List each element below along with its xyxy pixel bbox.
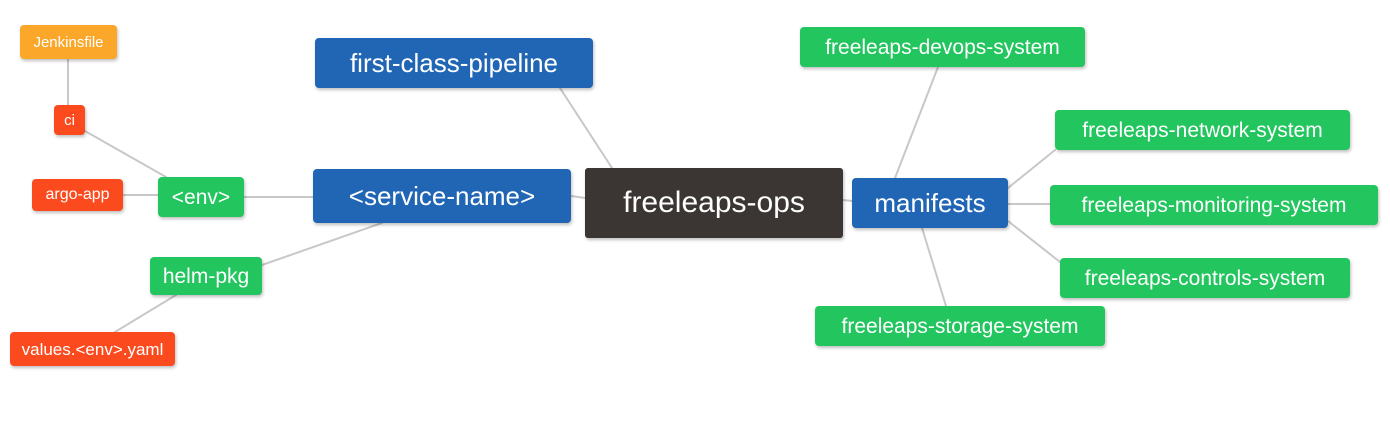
node-label-values-env-yaml: values.<env>.yaml (21, 339, 164, 359)
node-values-env-yaml[interactable]: values.<env>.yaml (10, 332, 175, 366)
node-label-ci: ci (64, 111, 75, 129)
node-label-freeleaps-monitoring-system: freeleaps-monitoring-system (1081, 193, 1347, 217)
node-service-name[interactable]: <service-name> (313, 169, 571, 223)
node-freeleaps-storage-system[interactable]: freeleaps-storage-system (815, 306, 1105, 346)
node-freeleaps-monitoring-system[interactable]: freeleaps-monitoring-system (1050, 185, 1378, 225)
node-label-argo-app: argo-app (45, 186, 110, 203)
node-label-jenkinsfile: Jenkinsfile (33, 33, 104, 51)
node-label-first-class-pipeline: first-class-pipeline (349, 48, 559, 78)
edge-manifests-to-freeleaps-ops (842, 199, 853, 202)
node-label-service-name: <service-name> (348, 181, 536, 211)
node-freeleaps-ops[interactable]: freeleaps-ops (585, 168, 843, 238)
edge-freeleaps-controls-system-to-manifests (1007, 220, 1061, 263)
node-helm-pkg[interactable]: helm-pkg (150, 257, 262, 295)
edge-freeleaps-devops-system-to-manifests (894, 66, 939, 179)
node-label-freeleaps-network-system: freeleaps-network-system (1082, 118, 1323, 142)
node-label-helm-pkg: helm-pkg (162, 264, 250, 288)
node-label-freeleaps-storage-system: freeleaps-storage-system (841, 314, 1079, 338)
node-label-freeleaps-devops-system: freeleaps-devops-system (825, 35, 1060, 59)
node-label-freeleaps-controls-system: freeleaps-controls-system (1084, 266, 1326, 290)
node-argo-app[interactable]: argo-app (32, 179, 123, 211)
node-manifests[interactable]: manifests (852, 178, 1008, 228)
node-label-freeleaps-ops: freeleaps-ops (623, 186, 805, 219)
node-env[interactable]: <env> (158, 177, 244, 217)
node-ci[interactable]: ci (54, 105, 85, 135)
edge-ci-to-env (84, 130, 167, 178)
node-first-class-pipeline[interactable]: first-class-pipeline (315, 38, 593, 88)
node-label-manifests: manifests (874, 188, 986, 218)
edge-first-class-pipeline-to-freeleaps-ops (559, 87, 613, 169)
edge-freeleaps-network-system-to-manifests (1007, 149, 1056, 189)
node-jenkinsfile[interactable]: Jenkinsfile (20, 25, 117, 59)
node-label-env: <env> (171, 185, 231, 209)
edge-service-name-to-freeleaps-ops (570, 195, 586, 199)
node-freeleaps-devops-system[interactable]: freeleaps-devops-system (800, 27, 1085, 67)
edge-values-env-yaml-to-helm-pkg (114, 294, 177, 333)
node-freeleaps-controls-system[interactable]: freeleaps-controls-system (1060, 258, 1350, 298)
edge-freeleaps-storage-system-to-manifests (921, 227, 947, 307)
node-freeleaps-network-system[interactable]: freeleaps-network-system (1055, 110, 1350, 150)
edge-helm-pkg-to-service-name (261, 222, 383, 266)
